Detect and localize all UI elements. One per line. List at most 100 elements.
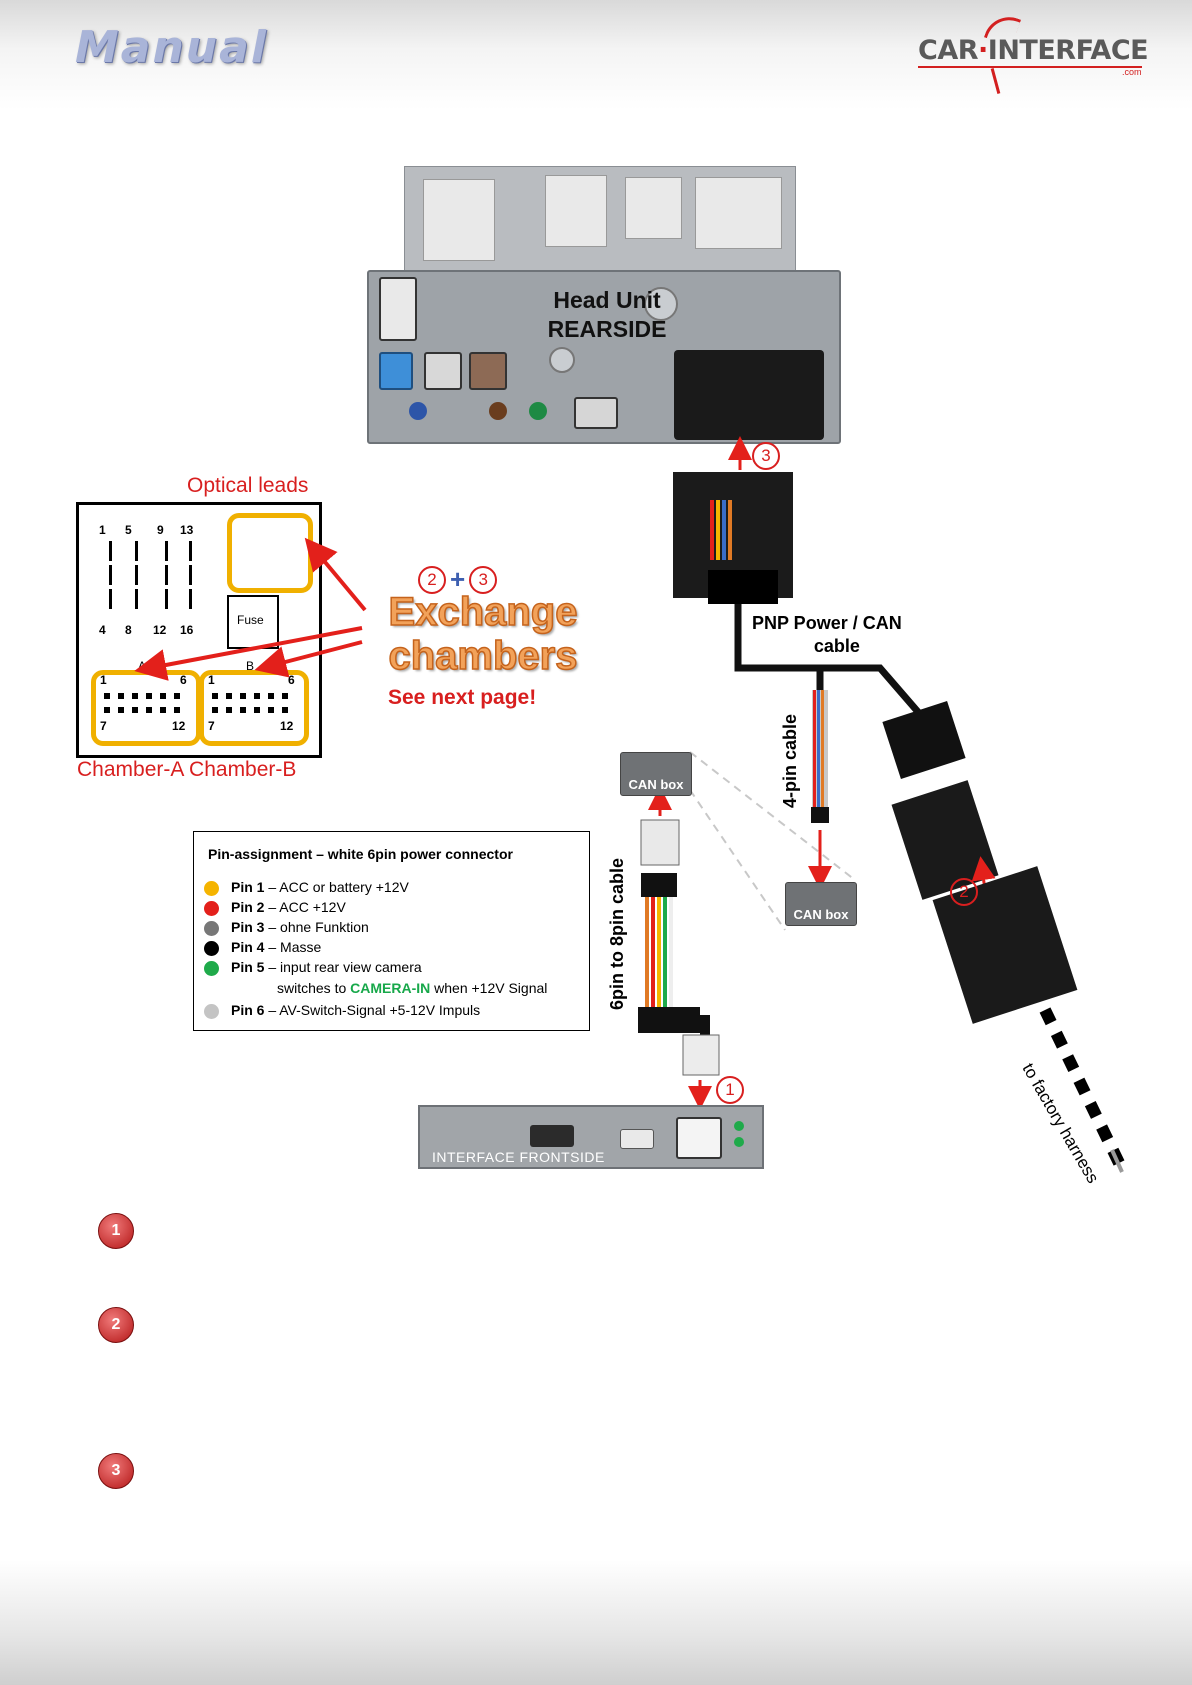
page-title: Manual [75, 22, 268, 73]
pin-color-dot-icon [204, 920, 219, 936]
see-next-page-note: See next page! [388, 686, 537, 709]
pin-desc: – AV-Switch-Signal +5-12V Impuls [264, 1002, 481, 1018]
pin-dot-icon [240, 707, 246, 713]
pin-row: Pin 6 – AV-Switch-Signal +5-12V Impuls [204, 1002, 480, 1019]
connector-white [640, 819, 680, 866]
pin-dot-icon [254, 693, 260, 699]
pin-number: 7 [208, 719, 215, 733]
pin-bar-icon [135, 565, 138, 585]
instruction-step-2-icon: 2 [98, 1307, 134, 1343]
pin-dot-icon [268, 707, 274, 713]
head-unit-image: Head Unit REARSIDE [352, 160, 857, 450]
chamber-labels: Chamber-A Chamber-B [77, 758, 297, 781]
pin-bar-icon [109, 565, 112, 585]
pin-dot-icon [254, 707, 260, 713]
green-fakra-icon [529, 402, 547, 420]
head-unit-top-cover [404, 166, 796, 278]
pin-assignment-title: Pin-assignment – white 6pin power connec… [208, 846, 513, 862]
brown-fakra-icon [489, 402, 507, 420]
pin-dot-icon [212, 693, 218, 699]
pnp-line2: cable [813, 636, 860, 656]
usb-lower-port-icon [574, 397, 618, 429]
pin-assignment-table: Pin-assignment – white 6pin power connec… [193, 831, 590, 1031]
pin-number: 1 [99, 523, 106, 537]
interface-frontside-label: INTERFACE FRONTSIDE [432, 1149, 605, 1165]
dashed-guide [689, 751, 856, 881]
dashed-guide [689, 789, 786, 931]
pnp-cable-line [734, 600, 928, 723]
power-socket-icon [676, 1117, 722, 1159]
pin-bar-icon [189, 541, 192, 561]
six-to-eight-pin-cable-label: 6pin to 8pin cable [607, 857, 627, 1010]
connector-block [708, 570, 778, 604]
wire-red [651, 897, 655, 1007]
pin-color-dot-icon [204, 900, 219, 916]
pin-color-dot-icon [204, 940, 219, 956]
pin-number: 13 [180, 523, 194, 537]
pin-row: Pin 1 – ACC or battery +12V [204, 879, 409, 896]
pin-desc: – ohne Funktion [264, 919, 369, 935]
pin-bar-icon [109, 541, 112, 561]
pin-bar-icon [135, 541, 138, 561]
usb-port-icon [424, 352, 462, 390]
pin-desc: – Masse [264, 939, 322, 955]
pin-dot-icon [104, 693, 110, 699]
pin-dot-icon [174, 693, 180, 699]
step2-marker: 2 [950, 878, 978, 906]
grey-arrow [1110, 1149, 1124, 1173]
pin-dot-icon [104, 707, 110, 713]
pin-dot-icon [268, 693, 274, 699]
pin-bar-icon [189, 589, 192, 609]
usb-blue-port-icon [379, 352, 413, 390]
pin-dot-icon [226, 707, 232, 713]
pin-color-dot-icon [204, 1003, 219, 1019]
wire-red [813, 690, 816, 810]
blue-fakra-icon [409, 402, 427, 420]
pin-bar-icon [189, 565, 192, 585]
exchange-step-numbers: 2+3 [418, 564, 498, 595]
pin-label: Pin 1 [231, 879, 265, 895]
pin-number: 12 [280, 719, 294, 733]
pin-number: 1 [208, 673, 215, 687]
logo-text-interface: INTERFACE [987, 35, 1149, 66]
pin-number: 8 [125, 623, 132, 637]
step-number-2: 2 [950, 878, 978, 906]
can-box-label-1: CAN box [628, 777, 684, 792]
pin-label: Pin 6 [231, 1002, 265, 1018]
pin-number: 6 [288, 673, 295, 687]
wire-orange [821, 690, 824, 810]
pin-dot-icon [282, 707, 288, 713]
wire-blue [817, 690, 820, 810]
pnp-line1: PNP Power / CAN [752, 613, 902, 633]
pin-label: Pin 5 [231, 959, 265, 975]
quadlock-connector-diagram: 1 5 9 13 4 8 12 16 Fuse 1 A 6 7 12 1 B [76, 502, 322, 758]
pin-dot-icon [118, 693, 124, 699]
pin-dot-icon [282, 693, 288, 699]
pin-desc: – ACC +12V [264, 899, 346, 915]
pin-label: Pin 3 [231, 919, 265, 935]
header-band [0, 0, 1192, 110]
label-sticker-icon [545, 175, 607, 247]
head-unit-label-line1: Head Unit [553, 287, 661, 313]
pnp-cable-label: PNP Power / CAN cable [752, 612, 902, 658]
wire-green [663, 897, 667, 1007]
can-box-1: CAN box [620, 752, 692, 796]
pin-number: 4 [99, 623, 106, 637]
head-unit-label-line2: REARSIDE [547, 316, 667, 342]
red-arrow-chamber-a [134, 626, 363, 681]
instruction-step-1-icon: 1 [98, 1213, 134, 1249]
pin-number: 1 [100, 673, 107, 687]
red-arrow-chamber-b [254, 640, 363, 678]
pin-desc: – input rear view camera [264, 959, 422, 975]
connector-housing [932, 866, 1078, 1024]
pin5-extra-pre: switches to [277, 980, 351, 996]
connector-white [682, 1034, 720, 1076]
connector-block [882, 700, 966, 780]
camera-in-highlight: CAMERA-IN [350, 980, 431, 996]
pin-number: 9 [157, 523, 164, 537]
pin-color-dot-icon [204, 880, 219, 896]
pin-dot-icon [226, 693, 232, 699]
pin-row: Pin 2 – ACC +12V [204, 899, 346, 916]
step-number-2: 2 [418, 566, 446, 595]
pin-bar-icon [135, 589, 138, 609]
